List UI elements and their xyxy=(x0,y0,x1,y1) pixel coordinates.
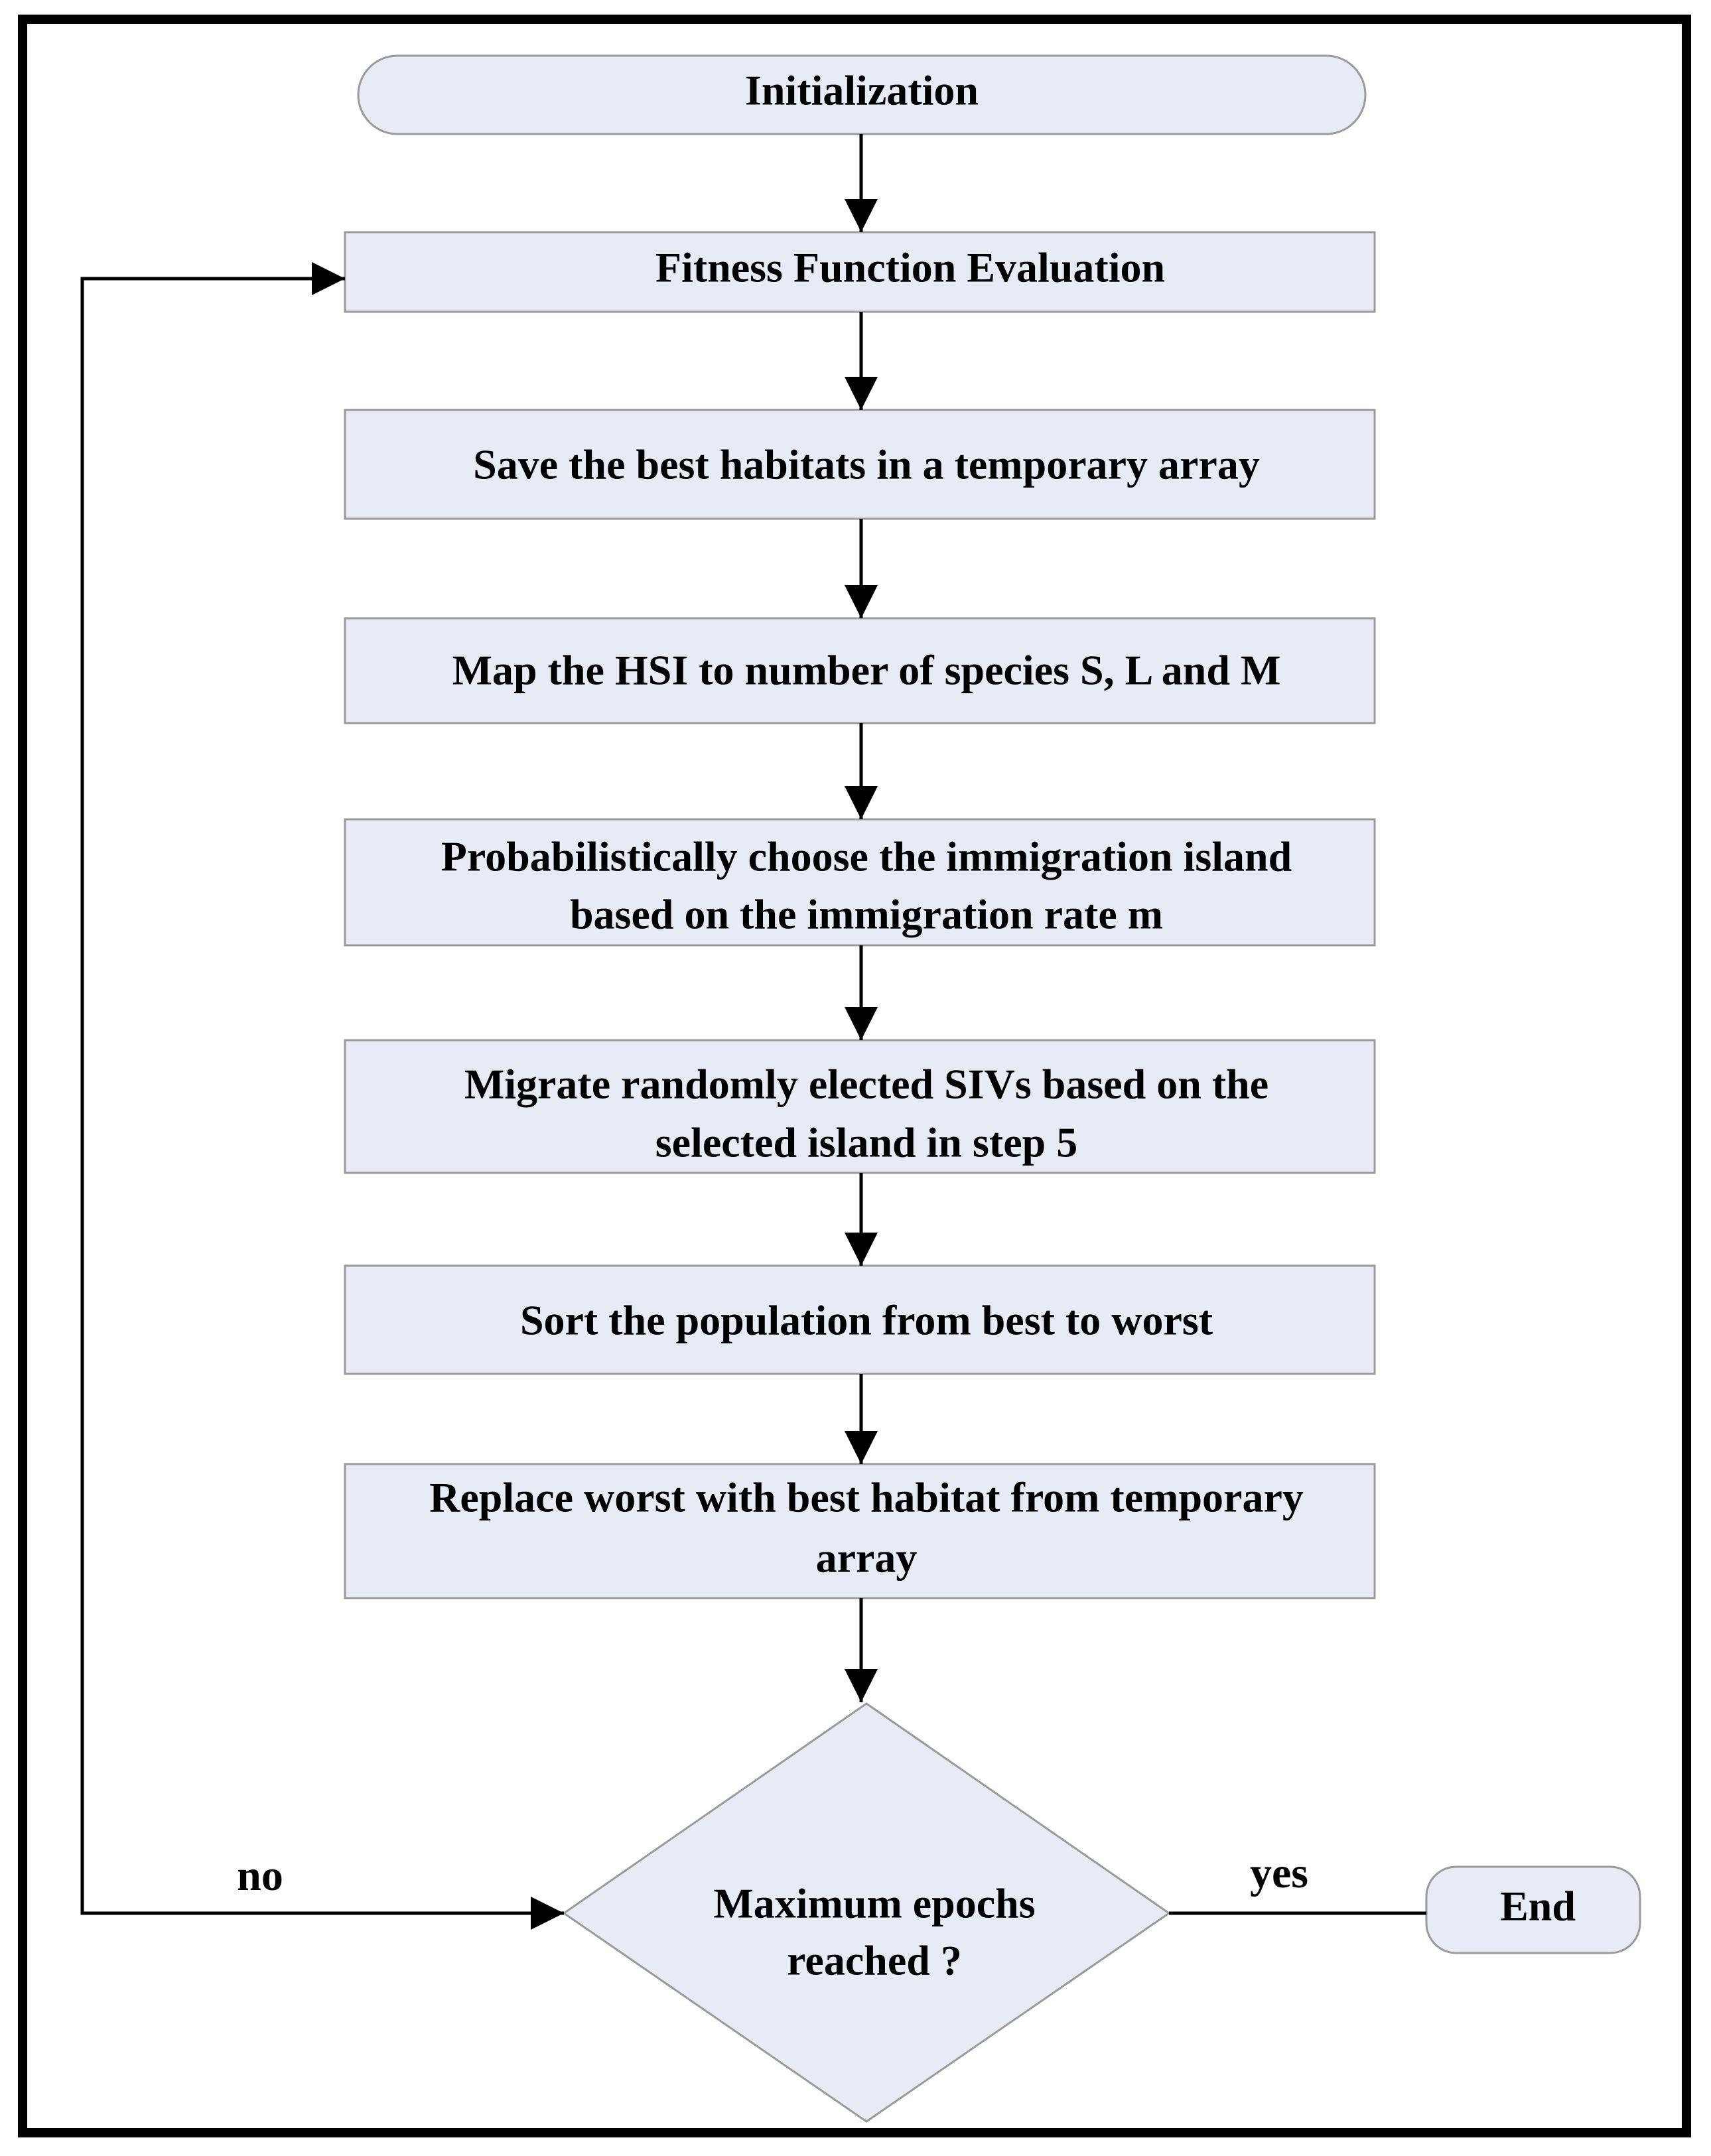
node-replace-worst: Replace worst with best habitat from tem… xyxy=(344,1463,1376,1599)
node-replace-worst-shape xyxy=(344,1463,1376,1599)
node-choose-immigration-island-label-2: based on the immigration rate m xyxy=(570,891,1163,938)
node-fitness-evaluation-shape xyxy=(344,231,1376,313)
node-end: End xyxy=(1425,1865,1641,1954)
node-save-best-habitats-label: Save the best habitats in a temporary ar… xyxy=(473,441,1260,488)
node-migrate-sivs-shape xyxy=(344,1039,1376,1174)
node-max-epochs-decision-label-2: reached ? xyxy=(787,1937,962,1984)
node-max-epochs-decision-shape xyxy=(562,1702,1171,2123)
edge-label-yes: yes xyxy=(1250,1849,1308,1897)
edge-label-no: no xyxy=(237,1852,283,1900)
node-sort-population: Sort the population from best to worst xyxy=(344,1264,1376,1375)
node-end-shape xyxy=(1425,1865,1641,1954)
node-max-epochs-decision-label-1: Maximum epochs xyxy=(713,1880,1035,1927)
node-replace-worst-label-1: Replace worst with best habitat from tem… xyxy=(429,1474,1304,1521)
node-choose-immigration-island-shape xyxy=(344,818,1376,947)
node-fitness-evaluation: Fitness Function Evaluation xyxy=(344,231,1376,313)
node-initialization: Initialization xyxy=(357,54,1367,135)
node-sort-population-label: Sort the population from best to worst xyxy=(520,1297,1213,1344)
node-fitness-evaluation-label: Fitness Function Evaluation xyxy=(655,244,1165,291)
outer-frame xyxy=(18,15,1691,2137)
node-migrate-sivs-label-1: Migrate randomly elected SIVs based on t… xyxy=(464,1061,1268,1108)
node-replace-worst-label-2: array xyxy=(816,1534,918,1582)
node-save-best-habitats: Save the best habitats in a temporary ar… xyxy=(344,409,1376,520)
node-migrate-sivs-label-2: selected island in step 5 xyxy=(655,1119,1077,1166)
node-map-hsi: Map the HSI to number of species S, L an… xyxy=(344,617,1376,724)
node-map-hsi-shape xyxy=(344,617,1376,724)
node-migrate-sivs: Migrate randomly elected SIVs based on t… xyxy=(344,1039,1376,1174)
node-initialization-label: Initialization xyxy=(745,67,979,114)
node-choose-immigration-island-label-1: Probabilistically choose the immigration… xyxy=(441,833,1292,880)
node-max-epochs-decision: Maximum epochs reached ? xyxy=(562,1702,1171,2123)
node-end-label: End xyxy=(1500,1883,1576,1930)
node-map-hsi-label: Map the HSI to number of species S, L an… xyxy=(452,647,1281,694)
edge-decision-no-loop xyxy=(80,277,564,1915)
node-choose-immigration-island: Probabilistically choose the immigration… xyxy=(344,818,1376,947)
